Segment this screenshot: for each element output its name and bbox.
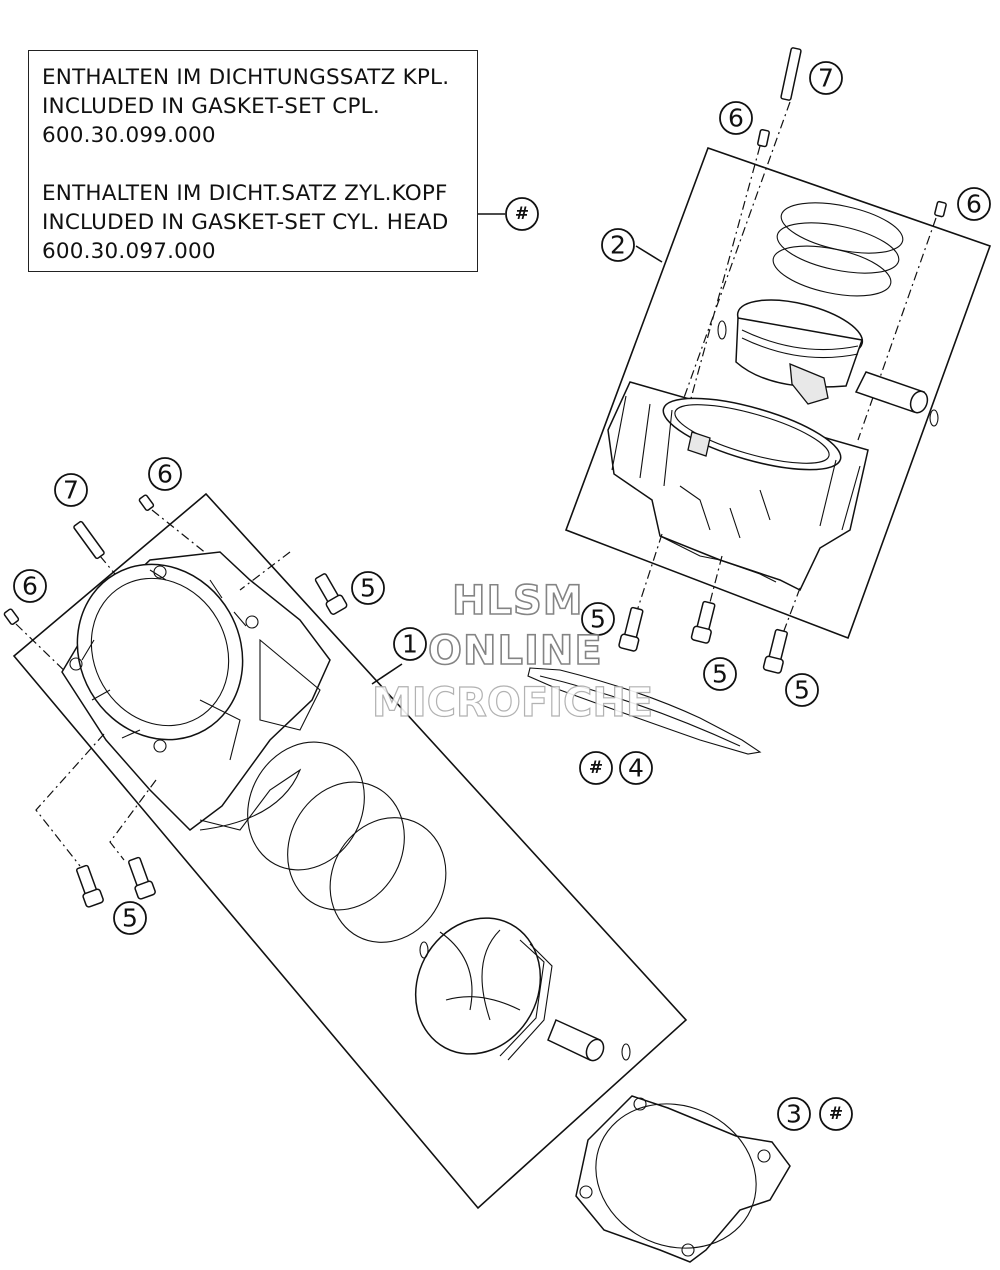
svg-text:4: 4 — [628, 754, 644, 783]
watermark-line-3: MICROFICHE — [371, 679, 654, 726]
leader-2 — [635, 245, 663, 263]
note-line-3: 600.30.099.000 — [42, 123, 216, 148]
svg-text:#: # — [589, 758, 603, 778]
svg-text:5: 5 — [794, 676, 810, 705]
upper-dowel-6a — [689, 128, 770, 403]
upper-wrist-pin — [854, 371, 939, 427]
svg-text:3: 3 — [786, 1100, 802, 1129]
upper-assembly-frame — [564, 146, 992, 640]
upper-bolts — [618, 533, 801, 674]
note-line-2: INCLUDED IN GASKET-SET CPL. — [42, 94, 380, 119]
callout-7-lower: 7 — [54, 473, 88, 507]
note-line-4: ENTHALTEN IM DICHT.SATZ ZYL.KOPF — [42, 181, 448, 206]
callout-6-lower-top: 6 — [148, 457, 182, 491]
svg-text:#: # — [515, 204, 529, 224]
lower-bolts — [35, 551, 348, 908]
note-line-1: ENTHALTEN IM DICHTUNGSSATZ KPL. — [42, 65, 450, 90]
callout-6-upper-right: 6 — [957, 187, 991, 221]
callout-1: 1 — [393, 627, 427, 661]
callout-2: 2 — [601, 228, 635, 262]
callout-hash-note: # — [505, 197, 539, 231]
callout-hash-3: # — [819, 1097, 853, 1131]
svg-text:#: # — [829, 1104, 843, 1124]
callout-5-lower-right: 5 — [351, 571, 385, 605]
callout-5-lower-left: 5 — [113, 901, 147, 935]
upper-cylinder — [607, 381, 869, 592]
svg-text:5: 5 — [122, 904, 138, 933]
callout-5-upper-a: 5 — [581, 602, 615, 636]
lower-piston-rings — [247, 741, 447, 943]
gasket-set-note: ENTHALTEN IM DICHTUNGSSATZ KPL. INCLUDED… — [28, 50, 478, 272]
svg-text:5: 5 — [360, 574, 376, 603]
note-line-6: 600.30.097.000 — [42, 239, 216, 264]
svg-text:5: 5 — [712, 660, 728, 689]
callout-5-upper-b: 5 — [703, 657, 737, 691]
lower-assembly-frame — [12, 492, 688, 1210]
svg-text:5: 5 — [590, 605, 606, 634]
note-line-5: INCLUDED IN GASKET-SET CYL. HEAD — [42, 210, 449, 235]
lower-piston — [414, 917, 553, 1061]
svg-text:6: 6 — [728, 104, 744, 133]
upper-piston-rings — [772, 202, 904, 297]
note-spacer — [42, 150, 477, 179]
watermark-line-1: HLSM — [451, 577, 584, 625]
lower-cylinder — [61, 551, 331, 831]
svg-text:6: 6 — [157, 460, 173, 489]
callout-3: 3 — [777, 1097, 811, 1131]
callout-5-upper-c: 5 — [785, 673, 819, 707]
callout-hash-4: # — [579, 751, 613, 785]
callout-7-upper: 7 — [809, 61, 843, 95]
head-gasket-3 — [575, 1095, 791, 1263]
lower-dowel-6b — [3, 608, 75, 681]
svg-text:7: 7 — [818, 64, 834, 93]
svg-text:6: 6 — [22, 572, 38, 601]
callout-4: 4 — [619, 751, 653, 785]
svg-text:1: 1 — [402, 630, 418, 659]
lower-dowel-6a — [138, 494, 223, 567]
callout-6-lower-left: 6 — [13, 569, 47, 603]
upper-dowel-6b — [857, 200, 947, 441]
lower-wrist-pin — [547, 1018, 631, 1062]
svg-text:7: 7 — [63, 476, 79, 505]
watermark-line-2: ONLINE — [427, 627, 603, 675]
upper-stud-7 — [675, 47, 802, 421]
base-gasket-4 — [527, 667, 762, 755]
svg-text:2: 2 — [610, 231, 626, 260]
svg-text:6: 6 — [966, 190, 982, 219]
callout-6-upper-left: 6 — [719, 101, 753, 135]
upper-piston — [717, 299, 864, 405]
